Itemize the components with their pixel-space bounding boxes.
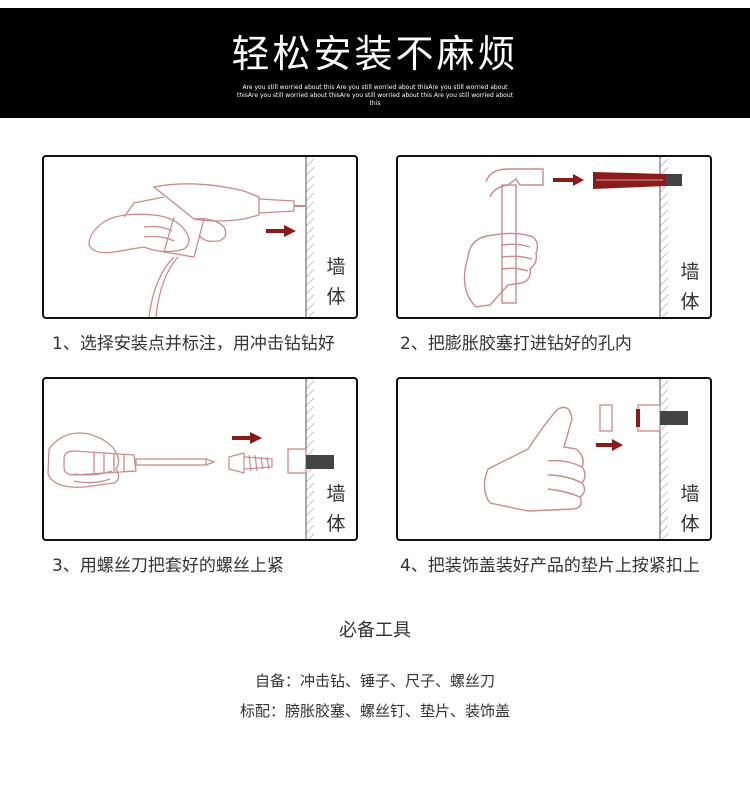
wall-label-char-1: 墙 [680, 483, 700, 505]
wall-label-char-1: 墙 [680, 261, 700, 283]
hammer-icon [463, 157, 682, 317]
step-3-panel: 墙 体 [42, 377, 358, 541]
header-banner: 轻松安装不麻烦 Are you still worried about this… [0, 8, 750, 118]
wall-label-char-2: 体 [326, 286, 346, 308]
step-4-panel: 墙 体 [396, 377, 712, 541]
wall-label-char-1: 墙 [326, 256, 346, 278]
step-2-panel: 墙 体 [396, 155, 712, 319]
step-2-caption: 2、把膨胀胶塞打进钻好的孔内 [400, 334, 632, 354]
wall-label-char-2: 体 [326, 513, 346, 535]
wall-label-char-1: 墙 [326, 483, 346, 505]
screwdriver-icon [47, 379, 334, 539]
thumbs-up-icon [483, 379, 688, 539]
wall-label-char-2: 体 [680, 513, 700, 535]
step-1-caption: 1、选择安装点并标注，用冲击钻钻好 [52, 334, 335, 354]
tools-title: 必备工具 [339, 620, 411, 641]
step-1-panel: 墙 体 [42, 155, 358, 319]
step-4-caption: 4、把装饰盖装好产品的垫片上按紧扣上 [400, 556, 700, 576]
hand-drill-icon [88, 157, 314, 317]
tools-own-line: 自备：冲击钻、锤子、尺子、螺丝刀 [254, 672, 495, 690]
wall-label-char-2: 体 [680, 291, 700, 313]
tools-included-line: 标配：膀胀胶塞、螺丝钉、垫片、装饰盖 [239, 702, 510, 720]
page-title: 轻松安装不麻烦 [231, 32, 519, 76]
page-subtitle: Are you still worried about this Are you… [236, 84, 513, 107]
step-3-caption: 3、用螺丝刀把套好的螺丝上紧 [52, 556, 284, 576]
